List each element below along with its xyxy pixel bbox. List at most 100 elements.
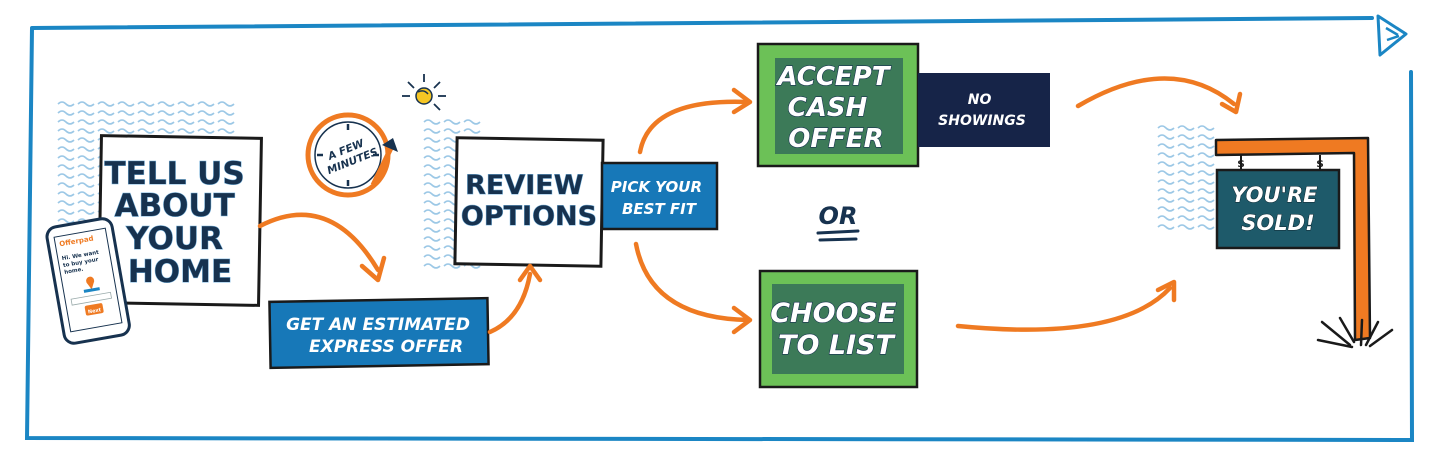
svg-text:ACCEPT CASH OFFER: ACCEPT CASH OFFER <box>775 62 898 154</box>
phone-next-button: Next <box>88 307 103 315</box>
wave-mark <box>57 164 75 170</box>
wave-mark <box>423 164 441 170</box>
svg-text:NO SHOWINGS: NO SHOWINGS <box>938 92 1026 129</box>
wave-mark <box>57 209 75 215</box>
arrowhead-choose-to-sold <box>1155 279 1177 303</box>
svg-text:GET AN ESTIMATED EXPRESS: GET AN ESTIMATED EXPRESS OFFER <box>286 315 476 357</box>
wave-mark <box>137 128 155 134</box>
wave-mark <box>423 263 441 269</box>
tell-us-line-1: TELL US <box>105 156 245 192</box>
wave-mark <box>1157 206 1175 212</box>
wave-mark <box>1197 224 1215 230</box>
wave-mark <box>1177 197 1195 203</box>
wave-mark <box>177 101 195 107</box>
wave-mark <box>1177 206 1195 212</box>
wave-mark <box>1197 206 1215 212</box>
wave-mark <box>423 227 441 233</box>
arrow-tell-to-estimate <box>257 212 381 273</box>
wave-mark <box>77 209 95 215</box>
pick-line-1: PICK YOUR <box>611 178 702 196</box>
wave-mark <box>1157 152 1175 158</box>
wave-mark <box>57 182 75 188</box>
wave-mark <box>1197 197 1215 203</box>
wave-mark <box>77 119 95 125</box>
sold-line-2: SOLD! <box>1241 211 1314 235</box>
wave-mark <box>77 182 95 188</box>
wave-mark <box>1197 134 1215 140</box>
wave-mark <box>97 128 115 134</box>
sign-dollar-left: $ <box>1237 157 1245 170</box>
wave-mark <box>1197 161 1215 167</box>
wave-mark <box>1177 134 1195 140</box>
wave-mark <box>423 173 441 179</box>
wave-mark <box>137 101 155 107</box>
wave-mark <box>1157 215 1175 221</box>
or-label: OR <box>816 202 860 242</box>
wave-mark <box>1177 179 1195 185</box>
wave-mark <box>77 155 95 161</box>
wave-mark <box>1157 188 1175 194</box>
wave-mark <box>1177 125 1195 131</box>
wave-mark <box>57 119 75 125</box>
clock-icon: A FEW MINUTES <box>305 112 398 198</box>
wave-mark <box>77 146 95 152</box>
wave-mark <box>197 101 215 107</box>
wave-mark <box>423 245 441 251</box>
estimate-line-1: GET AN ESTIMATED <box>286 315 470 335</box>
wave-mark <box>217 128 235 134</box>
wave-mark <box>157 110 175 116</box>
arrow-accept-to-sold <box>1075 76 1237 109</box>
wave-mark <box>57 128 75 134</box>
wave-mark <box>57 191 75 197</box>
wave-mark <box>97 119 115 125</box>
review-line-1: REVIEW <box>465 170 583 201</box>
wave-mark <box>177 128 195 134</box>
wave-mark <box>423 236 441 242</box>
wave-mark <box>1197 215 1215 221</box>
wave-mark <box>77 137 95 143</box>
wave-mark <box>423 209 441 215</box>
wave-mark <box>117 128 135 134</box>
wave-mark <box>57 173 75 179</box>
wave-mark <box>1177 170 1195 176</box>
arrow-estimate-to-review <box>487 271 533 335</box>
wave-mark <box>423 191 441 197</box>
wave-mark <box>1177 161 1195 167</box>
arrow-choose-to-sold <box>955 285 1173 332</box>
wave-mark <box>423 137 441 143</box>
accept-line-3: OFFER <box>788 124 883 154</box>
choose-line-2: TO LIST <box>778 330 896 361</box>
no-showings-box: NO SHOWINGS <box>918 73 1050 147</box>
wave-mark <box>97 110 115 116</box>
wave-mark <box>1177 224 1195 230</box>
wave-mark <box>57 146 75 152</box>
wave-mark <box>77 101 95 107</box>
arrowhead-accept-to-sold <box>1219 91 1243 115</box>
wave-texture-sold <box>1157 125 1215 230</box>
grass-icon <box>1316 316 1394 349</box>
tell-us-line-3: YOUR <box>125 221 223 257</box>
tell-us-card: TELL US ABOUT YOUR HOME <box>97 134 263 307</box>
wave-mark <box>157 101 175 107</box>
or-text: OR <box>819 202 858 230</box>
wave-mark <box>1157 143 1175 149</box>
wave-mark <box>1157 134 1175 140</box>
wave-mark <box>117 110 135 116</box>
wave-mark <box>423 155 441 161</box>
wave-mark <box>463 119 481 125</box>
no-showings-line-2: SHOWINGS <box>938 113 1026 129</box>
wave-mark <box>1157 170 1175 176</box>
wave-mark <box>423 119 441 125</box>
wave-mark <box>137 119 155 125</box>
sold-sign: $ $ YOU'RE SOLD! <box>1214 136 1394 349</box>
pick-box: PICK YOUR BEST FIT <box>600 161 719 231</box>
accept-box: ACCEPT CASH OFFER <box>756 42 920 168</box>
svg-text:YOU'RE SOLD!: YOU'RE SOLD! <box>1231 183 1325 235</box>
wave-mark <box>1177 215 1195 221</box>
wave-mark <box>1157 179 1175 185</box>
choose-box: CHOOSE TO LIST <box>758 269 919 389</box>
wave-mark <box>197 119 215 125</box>
wave-mark <box>463 128 481 134</box>
wave-mark <box>57 110 75 116</box>
estimate-box: GET AN ESTIMATED EXPRESS OFFER <box>268 296 490 370</box>
